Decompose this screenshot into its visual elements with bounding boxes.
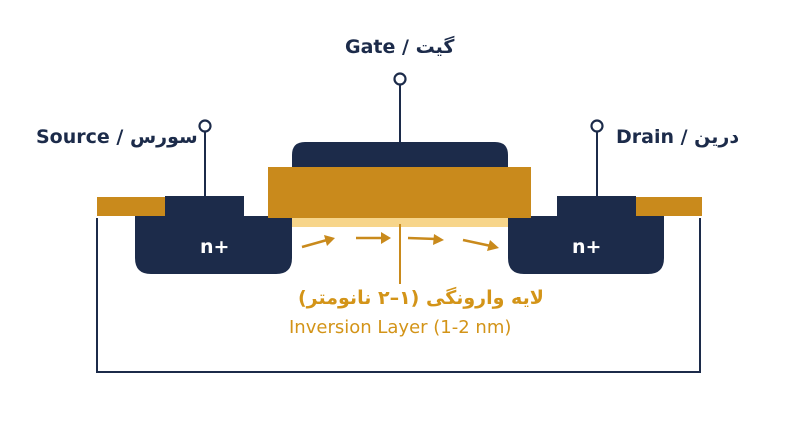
flow-arrow-4-head-icon: [487, 240, 499, 251]
flow-arrow-3-icon: [407, 236, 437, 241]
drain-label: Drain / درین: [616, 126, 740, 148]
gate-oxide: [268, 167, 531, 218]
flow-arrow-1-icon: [301, 238, 328, 249]
inversion-layer-label-fa: لایه وارونگی (۱–۲ نانومتر): [298, 287, 544, 309]
right-oxide-strip: [636, 197, 702, 216]
drain-region-label: n+: [572, 236, 602, 258]
flow-arrow-4-icon: [462, 238, 492, 248]
source-region: [135, 196, 292, 274]
drain-region: [508, 196, 664, 274]
source-label: Source / سورس: [36, 126, 198, 148]
inversion-channel: [292, 218, 508, 227]
source-terminal-icon: [198, 119, 212, 133]
drain-terminal-icon: [590, 119, 604, 133]
electron-flow-arrows: [301, 232, 499, 251]
gate-electrode: [292, 142, 508, 167]
flow-arrow-3-head-icon: [433, 234, 444, 245]
inversion-layer-label-en: Inversion Layer (1-2 nm): [289, 317, 512, 338]
source-region-label: n+: [200, 236, 230, 258]
gate-label: Gate / گیت: [345, 36, 455, 58]
flow-arrow-1-head-icon: [324, 235, 335, 246]
left-oxide-strip: [97, 197, 165, 216]
flow-arrow-2-head-icon: [381, 232, 391, 244]
gate-terminal-icon: [393, 72, 407, 86]
